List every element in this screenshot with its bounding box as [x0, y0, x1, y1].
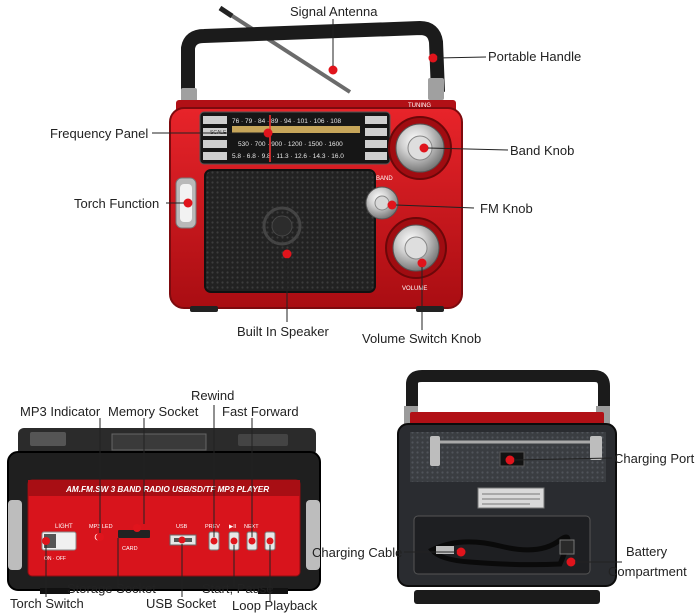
label-torch-switch: Torch Switch: [10, 596, 84, 611]
band-label: BAND: [376, 176, 393, 182]
front-panel-view: AM.FM.SW 3 BAND RADIO USB/SD/TF MP3 PLAY…: [7, 405, 321, 601]
label-usb-socket: USB Socket: [146, 596, 216, 611]
back-view-radio: [397, 370, 622, 604]
label-signal-antenna: Signal Antenna: [290, 4, 378, 19]
front-view-radio: 76 · 79 · 84 · 89 · 94 · 101 · 106 · 108…: [152, 5, 509, 330]
back-handle: [406, 370, 610, 414]
sw-scale-text: 5.8 · 6.8 · 9.8 · 11.3 · 12.6 · 14.3 · 1…: [232, 153, 344, 160]
label-volume-switch-knob: Volume Switch Knob: [362, 331, 481, 346]
usb-label: USB: [176, 524, 188, 530]
play-label: ▶II: [229, 524, 237, 530]
light-label: LIGHT: [55, 524, 73, 530]
card-label: CARD: [122, 546, 138, 552]
label-loop-playback: Loop Playback: [232, 598, 318, 613]
frequency-panel: 76 · 79 · 84 · 89 · 94 · 101 · 106 · 108…: [199, 111, 391, 165]
label-torch-function: Torch Function: [74, 196, 159, 211]
label-portable-handle: Portable Handle: [488, 49, 581, 64]
label-charging-cable: Charging Cable: [312, 545, 402, 560]
front-banner-text: AM.FM.SW 3 BAND RADIO USB/SD/TF MP3 PLAY…: [65, 485, 269, 494]
label-memory-socket: Memory Socket: [108, 404, 199, 419]
label-band-knob: Band Knob: [510, 143, 574, 158]
label-fm-knob: FM Knob: [480, 201, 533, 216]
label-mp3-indicator: MP3 Indicator: [20, 404, 101, 419]
red-dot-icon: [456, 455, 576, 567]
red-dot-icon: [183, 53, 438, 268]
carry-handle: [181, 21, 445, 100]
label-built-in-speaker: Built In Speaker: [237, 324, 329, 339]
tuning-label: TUNING: [408, 103, 431, 109]
red-dot-icon: [42, 524, 274, 545]
label-fast-forward: Fast Forward: [222, 404, 299, 419]
label-charging-port: Charging Port: [614, 451, 695, 466]
prev-label: PREV: [205, 524, 220, 530]
volume-label: VOLUME: [402, 286, 427, 292]
antenna-rod: [218, 6, 352, 94]
label-storage-socket: Storage Socket: [67, 581, 156, 596]
am-scale-text: 530 · 700 · 900 · 1200 · 1500 · 1600: [238, 141, 343, 148]
mp3-led-label: MP3 LED: [89, 524, 113, 530]
label-start-pause: Start, Pause: [202, 581, 274, 596]
sd-card-slot: [118, 530, 150, 538]
label-rewind: Rewind: [191, 388, 234, 403]
on-off-label: ON · OFF: [44, 556, 66, 562]
fm-scale-text: 76 · 79 · 84 · 89 · 94 · 101 · 106 · 108: [232, 118, 342, 125]
callout-labels: Signal Antenna Portable Handle Frequency…: [10, 4, 695, 613]
label-frequency-panel: Frequency Panel: [50, 126, 148, 141]
label-battery: Battery: [626, 544, 668, 559]
label-compartment: Compartment: [608, 564, 687, 579]
